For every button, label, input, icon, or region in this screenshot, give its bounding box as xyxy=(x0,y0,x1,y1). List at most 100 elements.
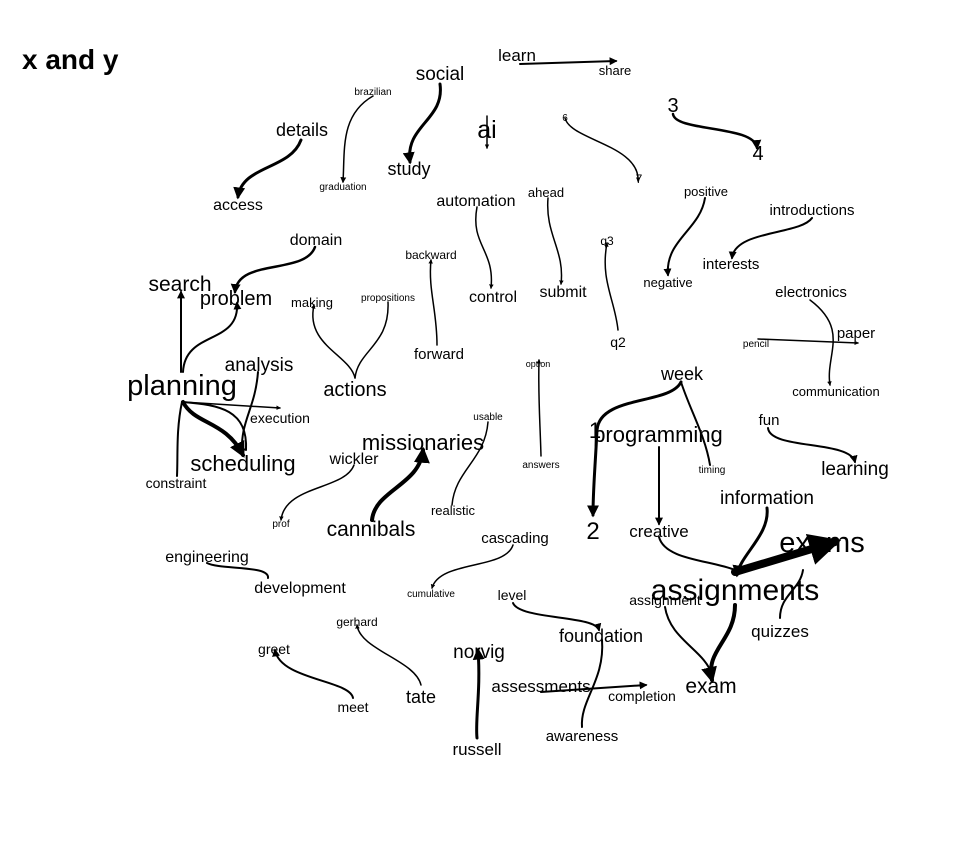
edges xyxy=(176,57,859,740)
labels: learn share social study brazilian gradu… xyxy=(127,46,889,759)
edge-introductions-interests xyxy=(728,217,813,260)
edge-answers-option xyxy=(536,359,542,457)
word-automation: automation xyxy=(436,193,515,210)
word-learn: learn xyxy=(498,46,536,65)
edge-creative-assignments xyxy=(658,536,736,571)
word-quizzes: quizzes xyxy=(751,622,809,641)
word-2: 2 xyxy=(586,518,599,545)
edge-ahead-submit xyxy=(546,197,564,285)
edge-quizzes-exams xyxy=(779,569,804,619)
word-cascading: cascading xyxy=(481,530,549,547)
edge-social-study xyxy=(402,82,442,165)
edge-3-4 xyxy=(671,112,762,150)
word-ahead: ahead xyxy=(528,185,564,200)
word-constraint: constraint xyxy=(146,475,207,491)
word-programming: programming xyxy=(593,422,723,447)
edge-usable-realistic xyxy=(451,421,489,506)
word-answers: answers xyxy=(522,460,559,471)
word-q3: q3 xyxy=(600,234,614,248)
edge-cascading-cumulative xyxy=(430,544,514,589)
word-actions: actions xyxy=(323,379,386,401)
word-meet: meet xyxy=(337,699,368,715)
word-q2: q2 xyxy=(610,334,626,350)
word-gerhard: gerhard xyxy=(336,615,377,629)
edge-fun-learning xyxy=(767,427,858,464)
word-pencil: pencil xyxy=(743,339,769,350)
word-engineering: engineering xyxy=(165,549,249,566)
word-graduation: graduation xyxy=(319,182,366,193)
edge-domain-problem xyxy=(230,245,317,294)
word-execution: execution xyxy=(250,410,310,426)
word-scheduling: scheduling xyxy=(190,451,295,476)
word-information: information xyxy=(720,488,814,509)
word-positive: positive xyxy=(684,184,728,199)
word-tate: tate xyxy=(406,687,436,707)
edge-planning-scheduling-2 xyxy=(182,401,248,451)
word-assessments: assessments xyxy=(491,677,590,696)
word-control: control xyxy=(469,289,517,306)
word-learning: learning xyxy=(821,459,889,480)
edge-planning-constraint xyxy=(176,401,183,477)
word-week: week xyxy=(660,364,704,384)
word-cannibals: cannibals xyxy=(327,518,416,541)
word-realistic: realistic xyxy=(431,503,476,518)
word-ai: ai xyxy=(477,116,496,144)
word-search: search xyxy=(148,273,211,296)
word-fun: fun xyxy=(759,412,780,429)
word-wickler: wickler xyxy=(329,451,380,468)
word-7: 7 xyxy=(636,172,643,186)
word-exams: exams xyxy=(779,527,864,559)
word-paper: paper xyxy=(837,325,875,342)
chart-title: x and y xyxy=(22,44,119,75)
word-1: 1 xyxy=(589,418,601,443)
edge-planning-problem xyxy=(182,301,242,373)
word-level: level xyxy=(498,587,527,603)
edge-week-2 xyxy=(587,380,683,518)
word-russell: russell xyxy=(452,740,501,759)
word-cumulative: cumulative xyxy=(407,589,455,600)
word-forward: forward xyxy=(414,346,464,363)
word-brazilian: brazilian xyxy=(354,87,391,98)
edge-backward-forward xyxy=(428,259,438,346)
word-negative: negative xyxy=(643,275,692,290)
edge-details-access xyxy=(233,138,303,200)
word-social: social xyxy=(416,64,465,85)
edge-assessments-completion xyxy=(540,681,648,693)
edge-q2-q3 xyxy=(604,242,619,331)
word-missionaries: missionaries xyxy=(362,430,484,455)
word-exam: exam xyxy=(685,675,736,698)
word-foundation: foundation xyxy=(559,626,643,646)
word-submit: submit xyxy=(539,284,587,301)
word-prof: prof xyxy=(272,519,289,530)
word-access: access xyxy=(213,197,263,214)
edge-automation-control xyxy=(475,206,494,289)
word-assignment: assignment xyxy=(629,592,701,608)
edge-assignments-exams xyxy=(731,534,842,576)
word-details: details xyxy=(276,120,328,140)
edge-analysis-scheduling xyxy=(237,371,259,457)
word-backward: backward xyxy=(405,248,456,262)
word-making: making xyxy=(291,295,333,310)
word-share: share xyxy=(599,63,632,78)
word-awareness: awareness xyxy=(546,728,619,745)
word-4: 4 xyxy=(752,143,763,165)
word-problem: problem xyxy=(200,288,272,310)
word-completion: completion xyxy=(608,688,676,704)
word-assignments: assignments xyxy=(651,574,819,607)
word-norvig: norvig xyxy=(453,642,505,663)
edge-russell-norvig xyxy=(472,647,485,740)
word-domain: domain xyxy=(290,232,342,249)
word-interests: interests xyxy=(703,256,760,273)
edge-awareness-foundation xyxy=(580,639,604,728)
word-creative: creative xyxy=(629,522,689,541)
edge-cannibals-missionaries xyxy=(370,446,430,522)
edge-positive-negative xyxy=(663,197,706,277)
edge-pencil-paper xyxy=(757,338,859,346)
word-introductions: introductions xyxy=(769,202,854,219)
word-analysis: analysis xyxy=(225,355,294,376)
edge-wickler-prof xyxy=(279,464,355,521)
word-6: 6 xyxy=(562,113,568,124)
edge-assignments-exam xyxy=(701,603,737,684)
edge-actions-making xyxy=(311,304,356,379)
edge-6-7 xyxy=(564,117,641,182)
